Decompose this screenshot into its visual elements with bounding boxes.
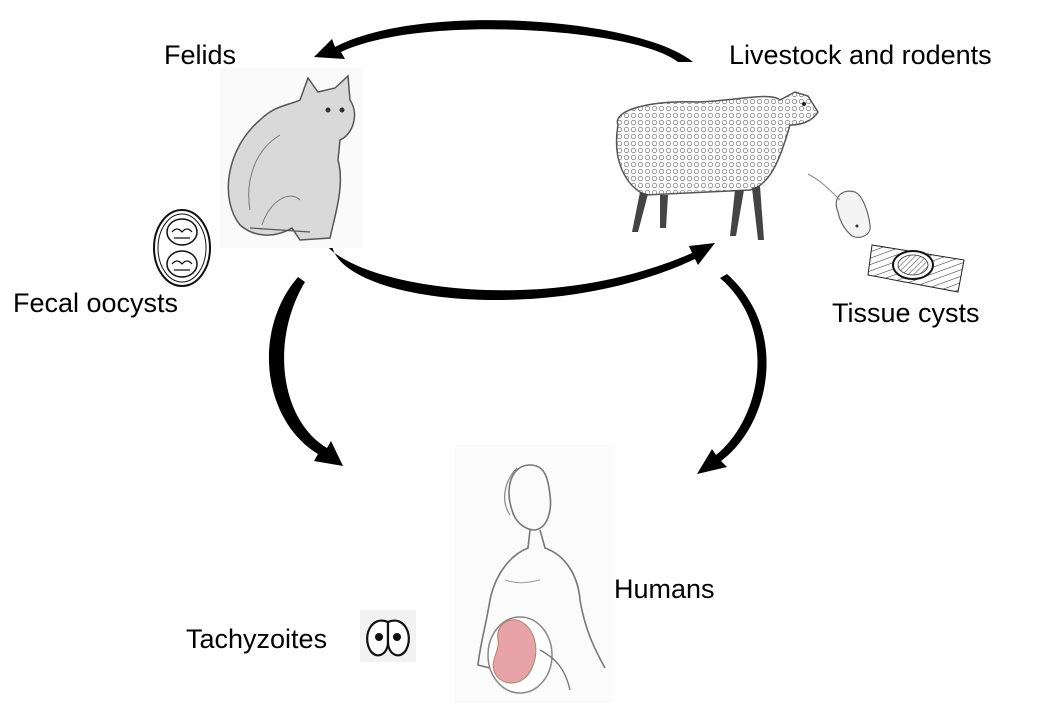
tissue-cysts-label: Tissue cysts bbox=[832, 300, 980, 327]
pregnant-woman-icon bbox=[455, 445, 613, 703]
arrow-livestock-to-humans bbox=[697, 274, 767, 474]
tissue-cyst-icon bbox=[868, 245, 964, 292]
fecal-oocysts-label: Fecal oocysts bbox=[13, 290, 178, 317]
arrow-felids-to-humans bbox=[269, 277, 343, 466]
oocyst-icon bbox=[154, 210, 210, 286]
sheep-icon bbox=[617, 92, 818, 240]
rat-icon bbox=[808, 174, 870, 237]
humans-label: Humans bbox=[614, 576, 715, 603]
arrow-livestock-to-felids bbox=[314, 20, 693, 62]
felids-label: Felids bbox=[164, 42, 236, 69]
tachyzoites-label: Tachyzoites bbox=[186, 626, 327, 653]
tachyzoite-icon bbox=[360, 610, 416, 662]
arrow-felids-to-livestock bbox=[322, 236, 715, 300]
livestock-label: Livestock and rodents bbox=[729, 42, 992, 69]
cat-icon bbox=[220, 68, 362, 248]
